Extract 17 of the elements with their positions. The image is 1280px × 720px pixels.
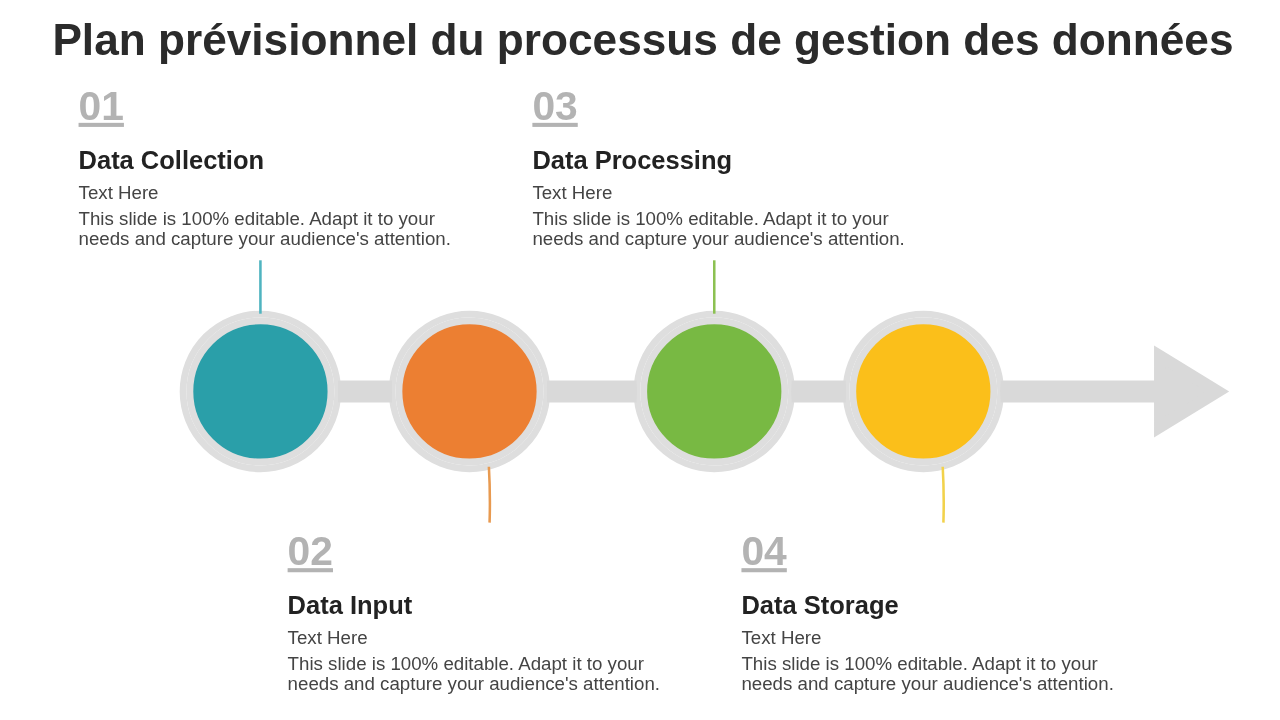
- connector: [337, 380, 392, 403]
- connector: [258, 260, 262, 314]
- arrow: [1000, 345, 1229, 438]
- connector: [712, 260, 716, 314]
- node-circle: [388, 310, 550, 473]
- node-circle: [842, 310, 1004, 473]
- connector: [487, 466, 491, 523]
- node-text: 04 Data Storage Text Here This slide is 100% editable. Adapt it to your needs and capture your audience's attention.: [740, 528, 1114, 695]
- node-text: 02 Data Input Text Here This slide is 100% editable. Adapt it to your needs and capture your audience's attention.: [287, 528, 660, 695]
- connector: [546, 380, 636, 403]
- connector: [940, 466, 945, 523]
- diagram-title: Plan prévisionnel du processus de gestion des données: [51, 15, 1233, 65]
- node-text: 03 Data Processing Text Here This slide is 100% editable. Adapt it to your needs and capture your audience's attention.: [531, 82, 905, 249]
- node-circle: [179, 310, 341, 473]
- connector: [791, 380, 846, 403]
- node-circle: [633, 310, 795, 473]
- node-text: 01 Data Collection Text Here This slide is 100% editable. Adapt it to your needs and capture your audience's attention.: [78, 82, 451, 249]
